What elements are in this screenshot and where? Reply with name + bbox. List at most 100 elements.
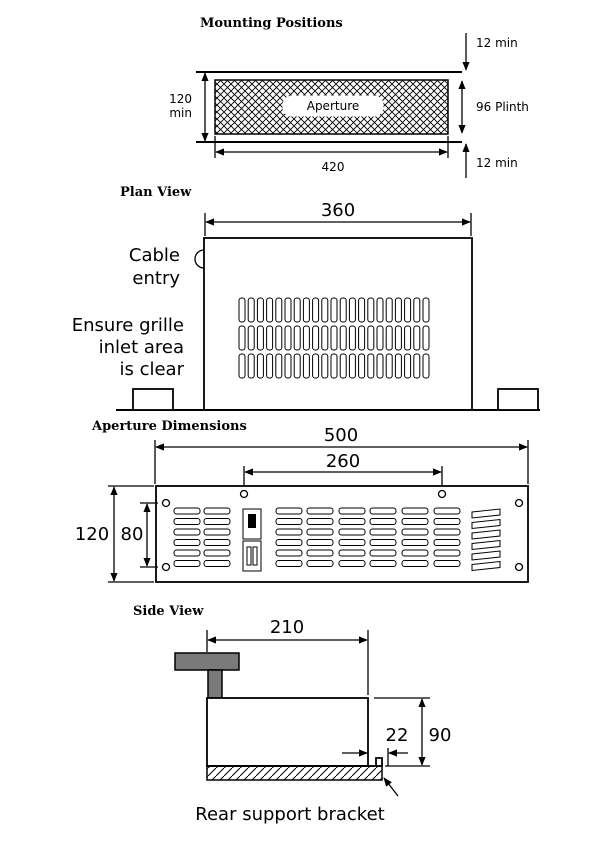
front-grille-slot: [433, 528, 461, 536]
plan-grille-slot: [256, 325, 264, 351]
plan-grille-slot: [358, 353, 366, 379]
plan-grille-slot: [376, 325, 384, 351]
control-switch-bottom: [242, 540, 262, 572]
left-foot: [132, 388, 174, 411]
aperture-dimensions-title: Aperture Dimensions: [91, 419, 247, 434]
control-switch-detail-a: [246, 546, 252, 566]
plan-grille-slot: [413, 353, 421, 379]
plan-grille-slot: [284, 325, 292, 351]
front-grille-slot: [433, 518, 461, 525]
front-grille-slot: [369, 549, 397, 557]
plan-grille-slot: [275, 353, 283, 379]
plan-grille-slot: [358, 297, 366, 323]
plan-grille-slot: [247, 297, 255, 323]
height-120-label: 120: [169, 92, 192, 106]
wall-mount-stem: [207, 669, 223, 699]
bottom-clearance-label: 12 min: [476, 156, 518, 170]
front-grille-slot: [401, 560, 429, 567]
plan-width-360-label: 360: [321, 200, 355, 221]
plan-grille-slot: [348, 297, 356, 323]
fixing-hole-left: [239, 489, 249, 499]
plan-grille-slots: [238, 297, 430, 379]
front-grille-slot: [338, 549, 366, 557]
front-side-fin: [471, 518, 501, 530]
plan-grille-slot: [238, 353, 246, 379]
front-grille-slot: [306, 518, 334, 525]
plan-grille-slot: [302, 325, 310, 351]
aperture-label-box: [282, 95, 384, 117]
screw-hole-tl: [161, 498, 171, 508]
plan-grille-slot: [275, 297, 283, 323]
width-420-label: 420: [322, 160, 345, 174]
top-clearance-label: 12 min: [476, 36, 518, 50]
plan-grille-slot: [394, 325, 402, 351]
front-grille-slot: [203, 549, 231, 557]
front-grille-slot: [401, 539, 429, 546]
screw-hole-br: [514, 562, 524, 572]
front-grille-slot: [203, 539, 231, 546]
side-view-section: Side View 210 90 22 Rear support bracket: [133, 604, 451, 825]
front-grille-slot: [173, 518, 201, 525]
plan-grille-slot: [348, 353, 356, 379]
front-grille-slot: [173, 507, 201, 515]
front-grille-slot: [401, 507, 429, 515]
front-grille-slot: [369, 507, 397, 515]
front-grille-slot: [338, 528, 366, 536]
grille-label-line2: inlet area: [99, 337, 184, 358]
front-side-fin: [471, 550, 501, 561]
front-grille-slot: [338, 507, 366, 515]
front-grille-slot: [275, 560, 303, 567]
plan-grille-slot: [321, 297, 329, 323]
plan-grille-slot: [247, 353, 255, 379]
plan-grille-slot: [348, 325, 356, 351]
plan-grille-slot: [302, 353, 310, 379]
heater-body-side: [206, 697, 369, 767]
side-90-label: 90: [429, 725, 452, 746]
plan-grille-slot: [266, 353, 274, 379]
control-switch-rocker: [248, 514, 256, 528]
front-grille-slot: [275, 539, 303, 546]
aperture-120-label: 120: [75, 524, 109, 545]
front-side-fin: [471, 560, 501, 572]
mounting-positions-title: Mounting Positions: [200, 16, 343, 31]
screw-hole-bl: [161, 562, 171, 572]
cable-entry-label-line2: entry: [132, 268, 180, 289]
rear-support-bracket-label: Rear support bracket: [195, 804, 384, 825]
fixing-hole-right: [437, 489, 447, 499]
plan-grille-slot: [367, 297, 375, 323]
grille-label-line3: is clear: [119, 359, 184, 380]
side-view-title: Side View: [133, 604, 204, 619]
front-grille-slot: [338, 539, 366, 546]
front-grille-slot: [433, 539, 461, 546]
plan-grille-slot: [339, 325, 347, 351]
front-grille-slot: [401, 549, 429, 557]
front-grille-slot: [203, 528, 231, 536]
front-side-fins: [471, 508, 501, 572]
plan-grille-slot: [394, 353, 402, 379]
plan-grille-slot: [358, 325, 366, 351]
plan-grille-slot: [321, 325, 329, 351]
front-grille-slot: [275, 507, 303, 515]
plan-grille-slot: [266, 297, 274, 323]
front-grille-slot: [173, 539, 201, 546]
aperture-dimensions-section: Aperture Dimensions 500 260 120 80: [75, 419, 529, 583]
front-grille-slot: [369, 528, 397, 536]
plan-grille-slot: [404, 297, 412, 323]
front-grille-slot: [306, 507, 334, 515]
plan-grille-slot: [293, 353, 301, 379]
front-grille-slot: [203, 518, 231, 525]
grille-label-line1: Ensure grille: [72, 315, 184, 336]
plan-grille-slot: [256, 297, 264, 323]
front-grille-slot: [203, 560, 231, 567]
plan-grille-slot: [330, 325, 338, 351]
front-grille-slot: [173, 549, 201, 557]
control-switch-detail-b: [252, 546, 258, 566]
plan-grille-slot: [339, 297, 347, 323]
screw-hole-tr: [514, 498, 524, 508]
mounting-positions-section: Mounting Positions Aperture 120 min 420 …: [169, 16, 529, 178]
plan-grille-slot: [422, 297, 430, 323]
plan-grille-slot: [256, 353, 264, 379]
plan-grille-slot: [312, 353, 320, 379]
plan-grille-slot: [385, 297, 393, 323]
bracket-leader-arrow: [383, 777, 399, 797]
